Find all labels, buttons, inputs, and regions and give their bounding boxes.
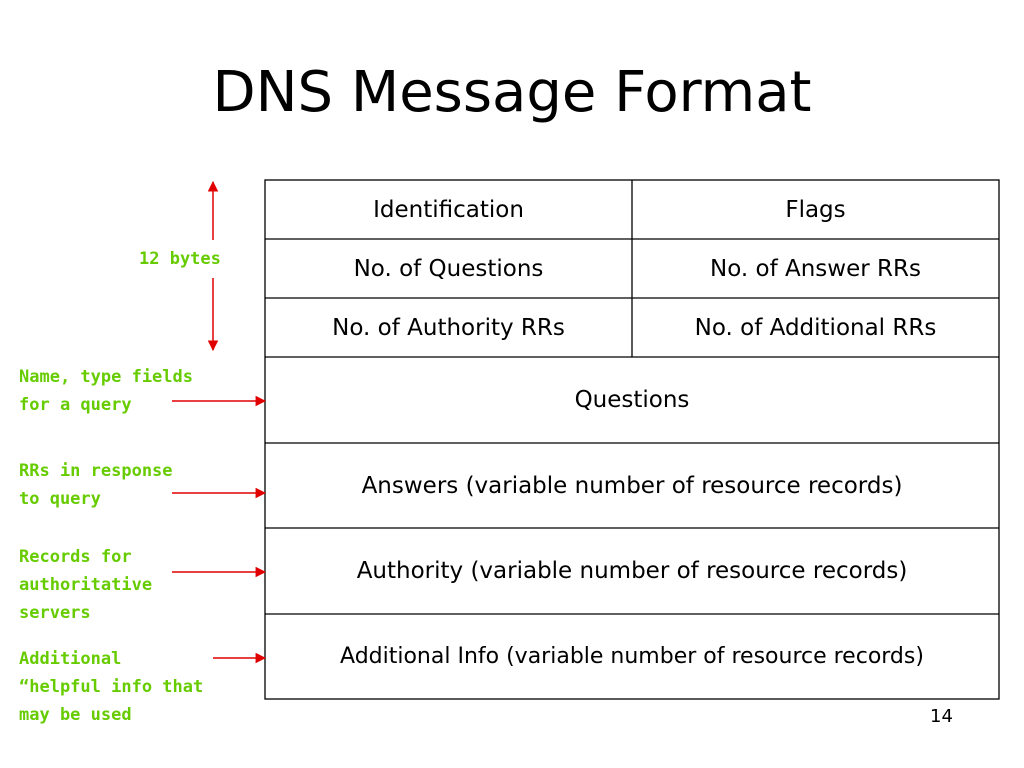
table-border	[264, 179, 1000, 700]
answers-note-line: to query	[19, 489, 101, 509]
additional-note-line: “helpful info that	[19, 677, 204, 697]
num-authority-rrs-field: No. of Authority RRs	[332, 314, 565, 341]
answers-section: Answers (variable number of resource rec…	[361, 472, 903, 499]
section-arrows	[172, 395, 267, 664]
flags-field: Flags	[785, 196, 846, 223]
authority-note: Records for authoritative servers	[19, 543, 152, 627]
additional-note-line: Additional	[19, 649, 122, 669]
authority-note-line: authoritative	[19, 575, 153, 595]
additional-note: Additional “helpful info that may be use…	[19, 645, 203, 729]
num-answer-rrs-field: No. of Answer RRs	[710, 255, 921, 282]
authority-note-line: servers	[19, 603, 91, 623]
questions-note-line: Name, type fields	[19, 367, 193, 387]
identification-field: Identification	[373, 196, 524, 223]
authority-note-line: Records for	[19, 547, 132, 567]
answers-note-line: RRs in response	[19, 461, 173, 481]
header-size-label: 12 bytes	[139, 249, 221, 269]
questions-section: Questions	[574, 387, 690, 413]
answers-note: RRs in response to query	[19, 457, 173, 513]
slide-title: DNS Message Format	[212, 60, 812, 125]
page-number: 14	[930, 706, 953, 727]
questions-note: Name, type fields for a query	[19, 363, 193, 419]
additional-section: Additional Info (variable number of reso…	[340, 644, 924, 669]
num-questions-field: No. of Questions	[353, 255, 544, 282]
questions-note-line: for a query	[19, 395, 132, 415]
num-additional-rrs-field: No. of Additional RRs	[694, 314, 937, 341]
authority-section: Authority (variable number of resource r…	[356, 558, 908, 584]
additional-note-line: may be used	[19, 705, 132, 725]
